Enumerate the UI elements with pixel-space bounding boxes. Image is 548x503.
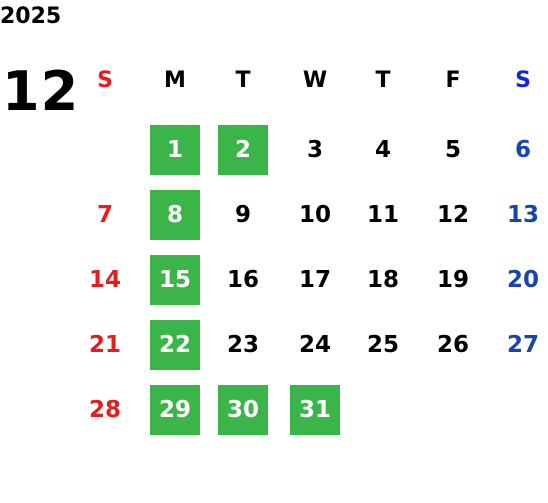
calendar-day-18: 18 — [366, 267, 399, 293]
calendar-day-31: 31 — [290, 385, 340, 435]
calendar-day-28: 28 — [88, 397, 121, 423]
calendar-day-20: 20 — [506, 267, 539, 293]
calendar-day-23: 23 — [226, 332, 259, 358]
calendar-day-26: 26 — [436, 332, 469, 358]
calendar-day-16: 16 — [226, 267, 259, 293]
calendar-day-3: 3 — [306, 137, 323, 163]
weekday-header-monday: M — [164, 68, 186, 93]
calendar-year: 2025 — [0, 4, 62, 29]
weekday-header-wednesday: W — [302, 68, 328, 93]
calendar-day-9: 9 — [234, 202, 251, 228]
calendar-day-11: 11 — [366, 202, 399, 228]
weekday-header-tuesday: T — [235, 68, 251, 93]
calendar-day-27: 27 — [506, 332, 539, 358]
calendar-month: 12 — [2, 60, 80, 123]
calendar-day-4: 4 — [374, 137, 391, 163]
calendar-day-22: 22 — [150, 320, 200, 370]
calendar-day-5: 5 — [444, 137, 461, 163]
calendar-day-14: 14 — [88, 267, 121, 293]
calendar-day-2: 2 — [218, 125, 268, 175]
calendar-day-24: 24 — [298, 332, 331, 358]
weekday-header-thursday: T — [375, 68, 391, 93]
calendar-day-29: 29 — [150, 385, 200, 435]
weekday-header-sunday: S — [97, 68, 113, 93]
calendar-day-6: 6 — [514, 137, 531, 163]
calendar-day-13: 13 — [506, 202, 539, 228]
calendar-day-19: 19 — [436, 267, 469, 293]
calendar-day-1: 1 — [150, 125, 200, 175]
calendar-day-10: 10 — [298, 202, 331, 228]
calendar-day-8: 8 — [150, 190, 200, 240]
calendar-day-30: 30 — [218, 385, 268, 435]
calendar-day-7: 7 — [96, 202, 113, 228]
calendar-day-21: 21 — [88, 332, 121, 358]
calendar-day-25: 25 — [366, 332, 399, 358]
weekday-header-saturday: S — [515, 68, 531, 93]
calendar-day-17: 17 — [298, 267, 331, 293]
calendar-day-12: 12 — [436, 202, 469, 228]
calendar-day-15: 15 — [150, 255, 200, 305]
weekday-header-friday: F — [445, 68, 461, 93]
